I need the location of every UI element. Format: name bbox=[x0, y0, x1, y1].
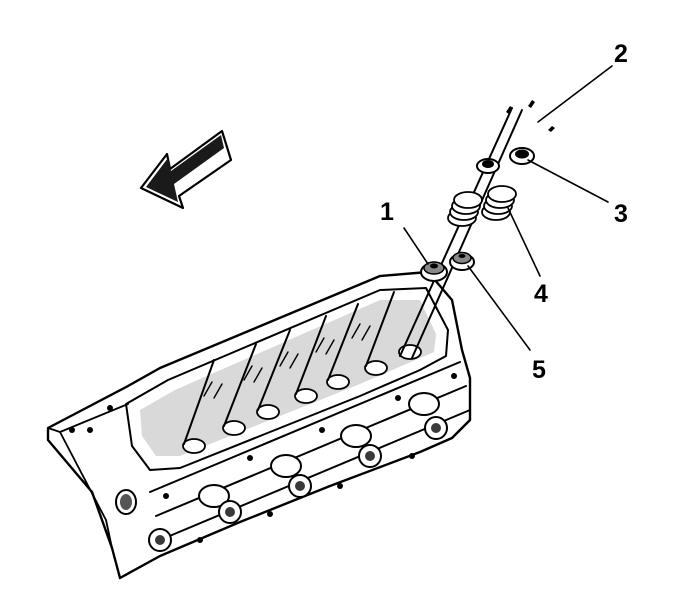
valve-retainers bbox=[476, 147, 535, 174]
callout-4: 4 bbox=[534, 280, 548, 308]
valve-springs bbox=[447, 185, 517, 227]
front-direction-arrow-icon bbox=[139, 129, 233, 210]
callout-1: 1 bbox=[380, 198, 394, 226]
callout-5: 5 bbox=[532, 356, 546, 384]
valve-seal-part-1 bbox=[420, 261, 448, 282]
valve-keys bbox=[506, 100, 555, 132]
callout-2: 2 bbox=[614, 40, 628, 68]
valve-seal-part-5 bbox=[449, 251, 475, 271]
callout-3: 3 bbox=[614, 200, 628, 228]
valve-components bbox=[399, 100, 555, 359]
cylinder-head bbox=[46, 270, 472, 580]
leader-lines bbox=[403, 65, 613, 351]
